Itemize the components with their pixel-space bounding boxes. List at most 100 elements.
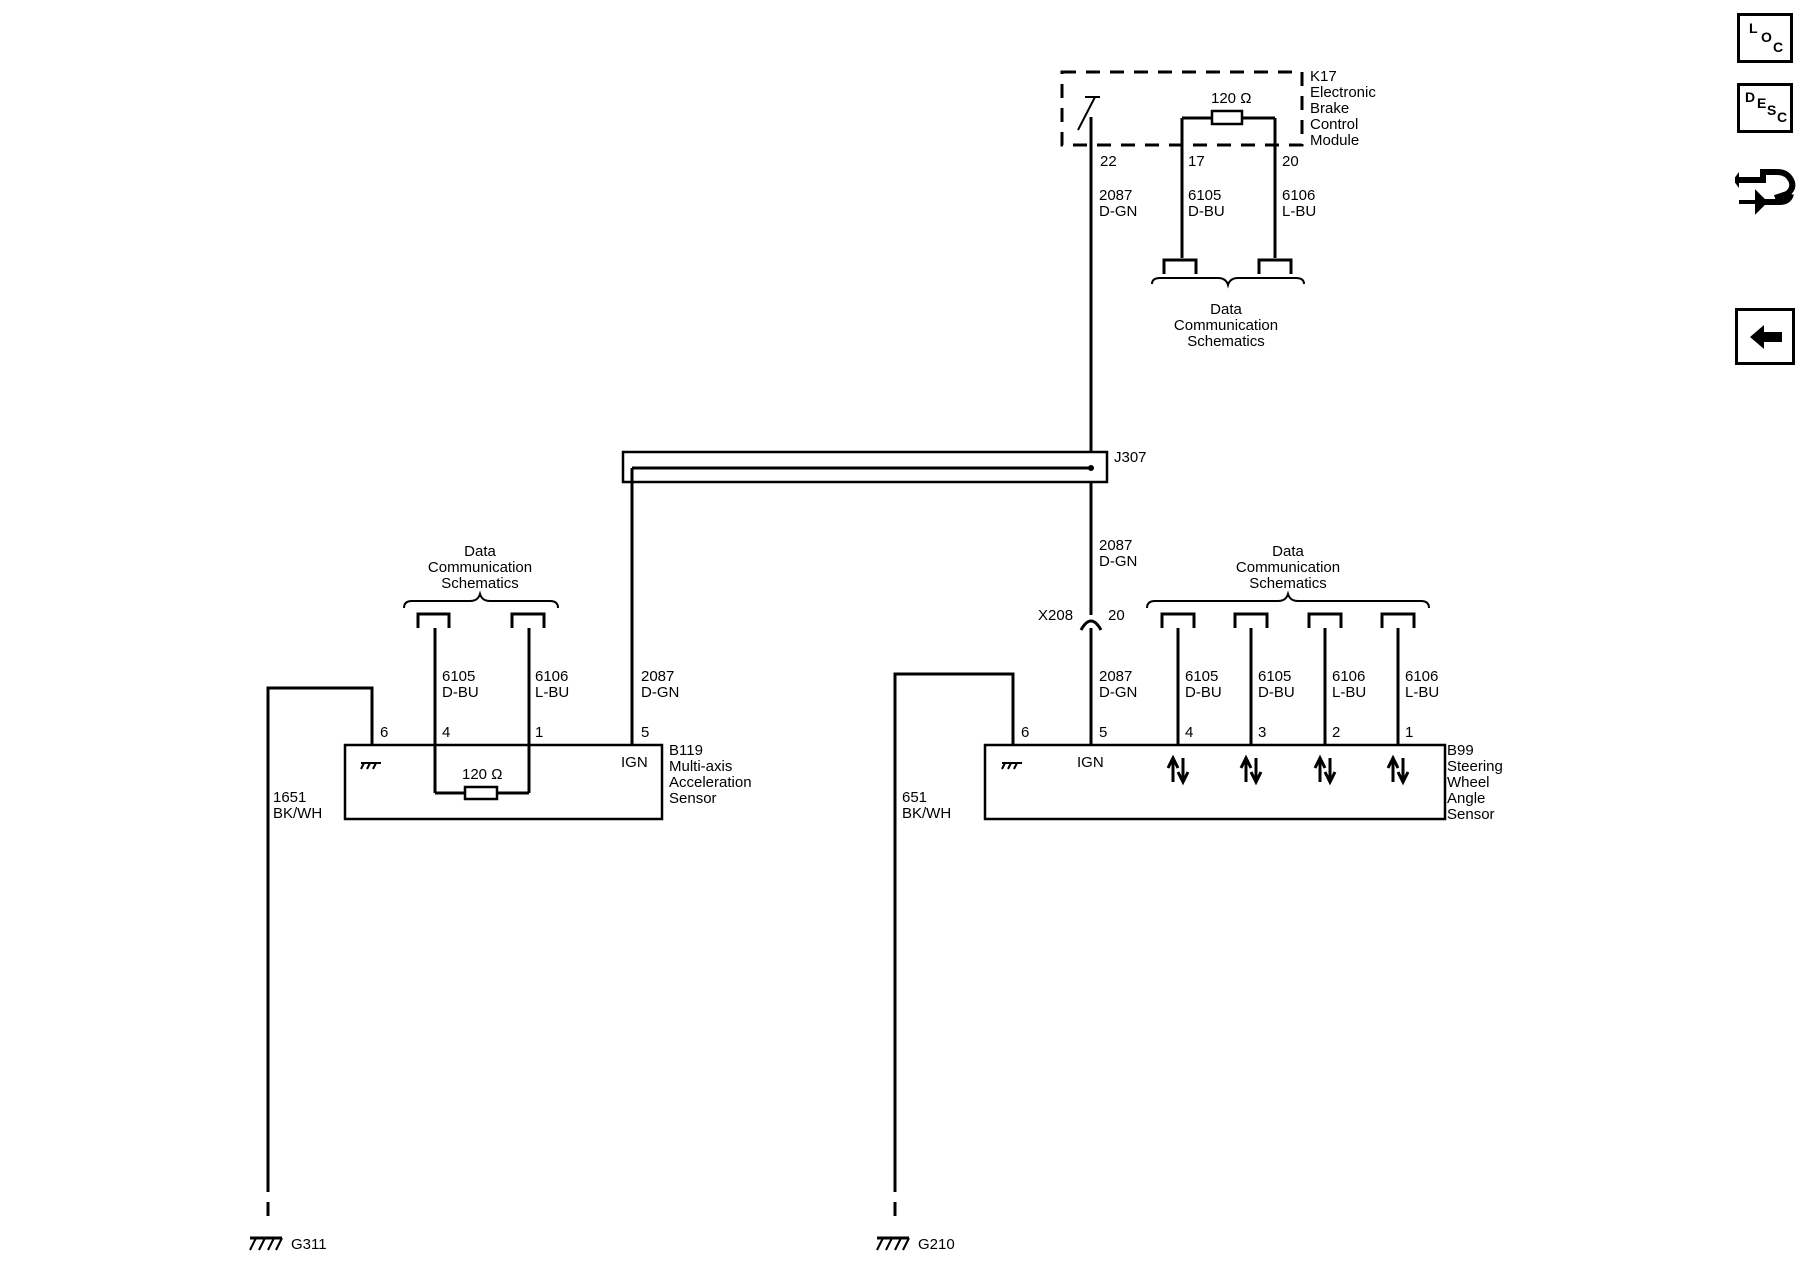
b119-w1-num: 6106 (535, 668, 568, 685)
ground-g311-label: G311 (291, 1236, 327, 1253)
ground-g311-icon (249, 1236, 283, 1251)
connector-hand-button[interactable] (1733, 158, 1797, 222)
b99-name-line1: Steering (1447, 758, 1503, 775)
b99-w3-num: 6105 (1258, 668, 1291, 685)
b119-ref: B119 (669, 742, 703, 759)
b119-name-line2: Acceleration (669, 774, 752, 791)
b119-ign-label: IGN (621, 754, 648, 771)
k17-name-line1: Electronic (1310, 84, 1376, 101)
b119-gnd-wire-color: BK/WH (273, 805, 322, 822)
b99-dcs-line2: Communication (1236, 559, 1340, 576)
loc-letter-l: L (1749, 20, 1758, 36)
b119-w5-num: 2087 (641, 668, 674, 685)
k17-wire-2087-color: D-GN (1099, 203, 1137, 220)
loc-letter-o: O (1761, 29, 1772, 45)
b99-w4-color: D-BU (1185, 684, 1222, 701)
ground-g210-label: G210 (918, 1236, 955, 1253)
b99-gnd-wire-num: 651 (902, 789, 927, 806)
b99-pin-2: 2 (1332, 724, 1340, 741)
b99-name-line2: Wheel (1447, 774, 1490, 791)
desc-letter-d: D (1745, 89, 1756, 105)
b99-name-line4: Sensor (1447, 806, 1495, 823)
b99-w5-num: 2087 (1099, 668, 1132, 685)
j307-ref: J307 (1114, 449, 1147, 466)
k17-name-line4: Module (1310, 132, 1359, 149)
k17-termination-resistor (1180, 109, 1277, 258)
bidirectional-arrow-icon (1313, 754, 1337, 786)
connector-hand-icon (1733, 169, 1796, 215)
bidirectional-arrow-icon (1166, 754, 1190, 786)
b99-pin-6: 6 (1021, 724, 1029, 741)
b119-dcs-line3: Schematics (441, 575, 519, 592)
b99-w1-num: 6106 (1405, 668, 1438, 685)
j307-splice-bus (630, 465, 1094, 745)
k17-pin-22: 22 (1100, 153, 1117, 170)
k17-name-line2: Brake (1310, 100, 1349, 117)
k17-wire-6106-num: 6106 (1282, 187, 1315, 204)
b99-dcs-connectors (1146, 590, 1430, 628)
k17-resistor-label: 120 Ω (1211, 90, 1251, 107)
b99-data-arrows-icon (1166, 754, 1410, 786)
b119-name-line3: Sensor (669, 790, 717, 807)
ground-g210-icon (876, 1236, 910, 1251)
bidirectional-arrow-icon (1386, 754, 1410, 786)
b99-module-box (983, 743, 1447, 821)
k17-wire-6105-color: D-BU (1188, 203, 1225, 220)
b99-ground-wire (893, 672, 1015, 1178)
b99-w3-color: D-BU (1258, 684, 1295, 701)
b119-w1-color: L-BU (535, 684, 569, 701)
b119-resistor-label: 120 Ω (462, 766, 502, 783)
b119-dcs-line1: Data (464, 543, 496, 560)
k17-switch-symbol (1077, 96, 1100, 131)
b119-internal-ground-icon (360, 762, 381, 770)
b99-pin-5: 5 (1099, 724, 1107, 741)
k17-wire-6105-num: 6105 (1188, 187, 1221, 204)
b119-pin-6: 6 (380, 724, 388, 741)
b99-w1-color: L-BU (1405, 684, 1439, 701)
b99-gnd-wire-color: BK/WH (902, 805, 951, 822)
bidirectional-arrow-icon (1239, 754, 1263, 786)
description-button[interactable]: D E S C (1737, 83, 1793, 133)
k17-wire-6106-color: L-BU (1282, 203, 1316, 220)
k17-pin-17: 17 (1188, 153, 1205, 170)
b119-pin-4: 4 (442, 724, 450, 741)
b99-pin-1: 1 (1405, 724, 1413, 741)
location-button[interactable]: L O C (1737, 13, 1793, 63)
k17-wire-2087-num: 2087 (1099, 187, 1132, 204)
j307-wire-color: D-GN (1099, 553, 1137, 570)
k17-pin-20: 20 (1282, 153, 1299, 170)
b119-w5-color: D-GN (641, 684, 679, 701)
k17-ref: K17 (1310, 68, 1337, 85)
back-arrow-icon (1750, 325, 1782, 349)
x208-ref: X208 (1038, 607, 1073, 624)
b99-dcs-line1: Data (1272, 543, 1304, 560)
x208-pin: 20 (1108, 607, 1125, 624)
desc-letter-e: E (1757, 95, 1767, 111)
desc-letter-c: C (1777, 109, 1788, 125)
b99-ign-label: IGN (1077, 754, 1104, 771)
desc-letter-s: S (1767, 102, 1777, 118)
b119-gnd-wire-num: 1651 (273, 789, 306, 806)
dcs-top-line1: Data (1210, 301, 1242, 318)
b119-name-line1: Multi-axis (669, 758, 732, 775)
b99-ref: B99 (1447, 742, 1474, 759)
j307-wire-num: 2087 (1099, 537, 1132, 554)
b119-module-box (343, 743, 664, 821)
dcs-top-connectors (1151, 258, 1305, 289)
b99-w4-num: 6105 (1185, 668, 1218, 685)
b99-pin-4: 4 (1185, 724, 1193, 741)
b119-pin-5: 5 (641, 724, 649, 741)
b99-w2-num: 6106 (1332, 668, 1365, 685)
b119-dcs-line2: Communication (428, 559, 532, 576)
b99-w2-color: L-BU (1332, 684, 1366, 701)
b99-dcs-line3: Schematics (1249, 575, 1327, 592)
back-button[interactable] (1735, 308, 1795, 365)
b119-termination-resistor (433, 745, 531, 801)
b119-w4-num: 6105 (442, 668, 475, 685)
loc-letter-c: C (1773, 39, 1784, 55)
dcs-top-line3: Schematics (1187, 333, 1265, 350)
b119-pin-1: 1 (535, 724, 543, 741)
b99-internal-ground-icon (1001, 762, 1022, 770)
dcs-top-line2: Communication (1174, 317, 1278, 334)
